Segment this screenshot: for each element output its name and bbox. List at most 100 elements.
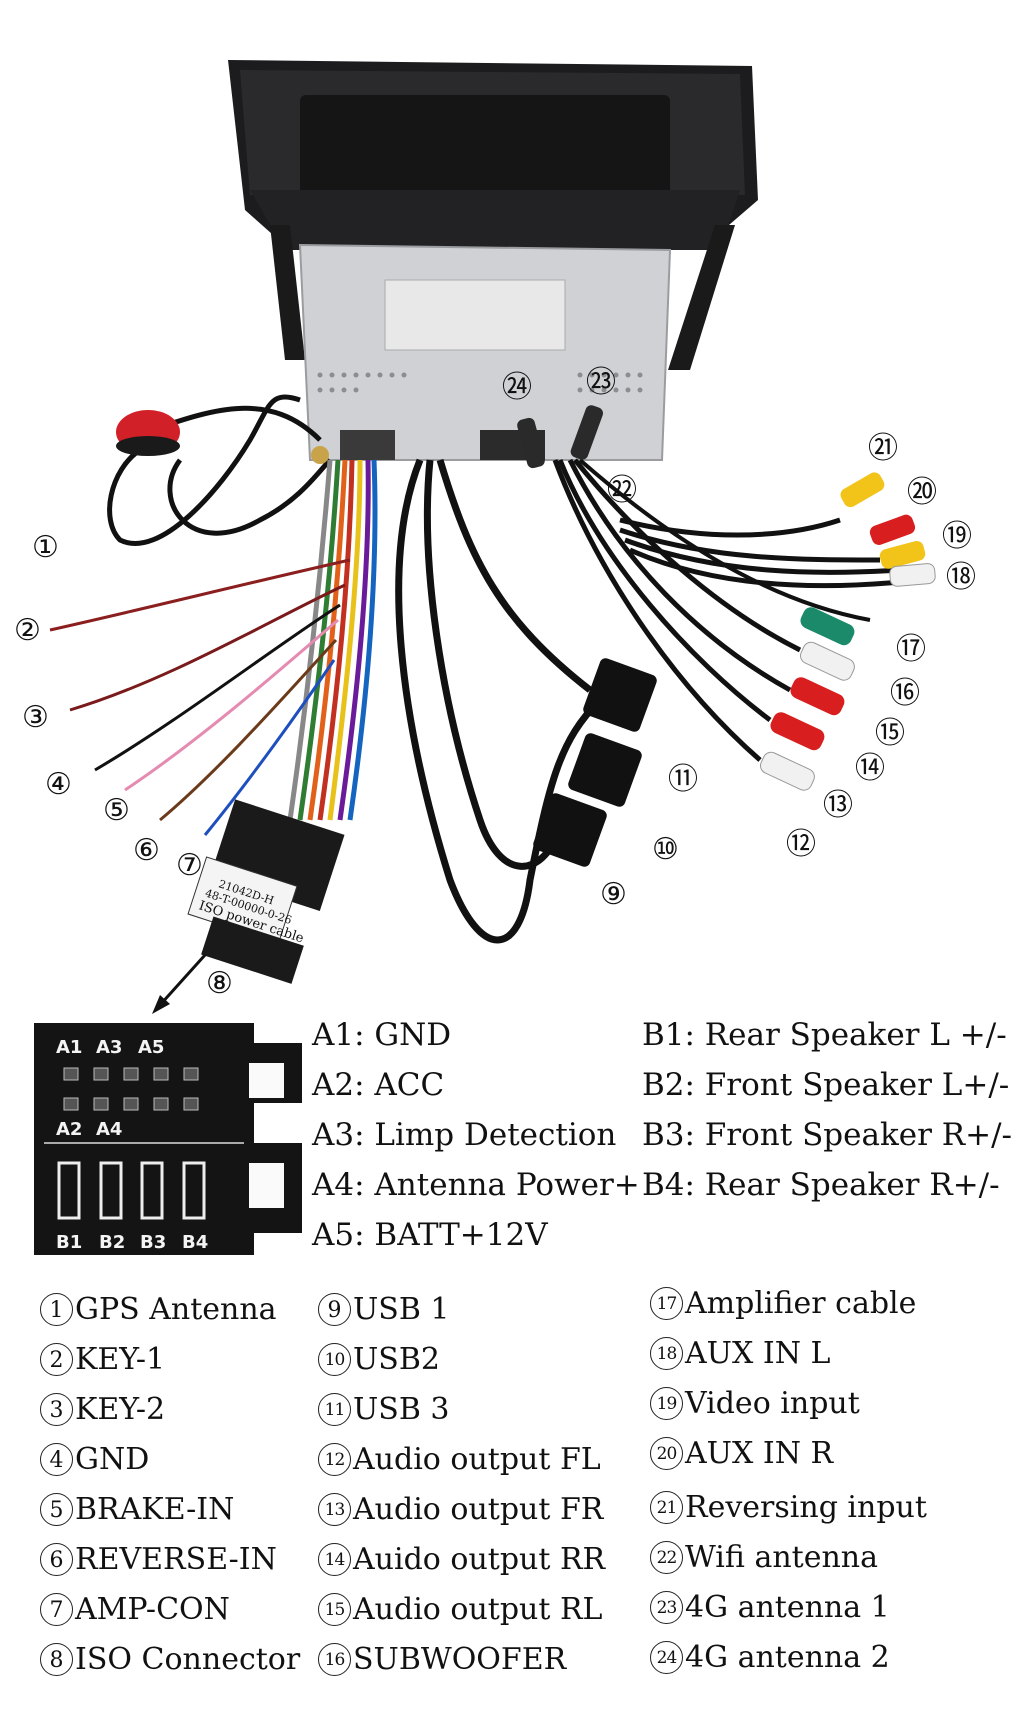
legend-label: Auido output RR [353, 1542, 606, 1577]
legend-label: 4G antenna 1 [685, 1590, 890, 1625]
legend-label: Reversing input [685, 1490, 927, 1525]
pin-label-b2: B2 [99, 1232, 125, 1253]
pin-a3-desc: A3: Limp Detection [312, 1117, 617, 1153]
callout-11: ⑪ [668, 762, 698, 797]
pin-label-a3: A3 [96, 1037, 122, 1058]
callout-17: ⑰ [896, 632, 926, 667]
legend-number: 21 [650, 1491, 683, 1524]
legend-label: AUX IN R [685, 1436, 834, 1471]
legend-number: 3 [40, 1393, 73, 1426]
callout-2: ② [14, 613, 41, 648]
legend-label: AUX IN L [685, 1336, 831, 1371]
legend-label: Audio output FL [353, 1442, 601, 1477]
legend-number: 19 [650, 1387, 683, 1420]
pin-label-b1: B1 [56, 1232, 82, 1253]
legend-number: 4 [40, 1443, 73, 1476]
pin-label-a4: A4 [96, 1119, 122, 1140]
antennas [311, 405, 604, 469]
callout-23: ㉓ [586, 365, 616, 400]
pin-label-a2: A2 [56, 1119, 82, 1140]
pin-label-b4: B4 [182, 1232, 208, 1253]
pin-a2-desc: A2: ACC [312, 1067, 445, 1103]
callout-10: ⑩ [652, 832, 679, 867]
iso-wires [49, 459, 378, 836]
pin-b2-desc: B2: Front Speaker L+/- [642, 1067, 1010, 1103]
legend-number: 16 [318, 1643, 351, 1676]
legend-label: Audio output RL [353, 1592, 603, 1627]
callout-6: ⑥ [133, 833, 160, 868]
gps-antenna [107, 394, 332, 546]
callout-21: ㉑ [868, 431, 898, 466]
legend-label: BRAKE-IN [75, 1492, 235, 1527]
legend-label: KEY-1 [75, 1342, 166, 1377]
legend-label: Audio output FR [353, 1492, 604, 1527]
callout-7: ⑦ [176, 848, 203, 883]
callout-19: ⑲ [942, 519, 972, 554]
head-unit [228, 60, 758, 461]
pin-b3-desc: B3: Front Speaker R+/- [642, 1117, 1012, 1153]
iso-connector: 21042D-H 48-T-00000-0-26 ISO power cable [187, 799, 345, 984]
legend-number: 14 [318, 1543, 351, 1576]
pin-b1-desc: B1: Rear Speaker L +/- [642, 1017, 1007, 1053]
pin-b4-desc: B4: Rear Speaker R+/- [642, 1167, 1000, 1203]
pin-label-a1: A1 [56, 1037, 82, 1058]
callout-14: ⑭ [855, 751, 885, 786]
arrow-to-pinout [152, 953, 207, 1014]
legend-label: Amplifier cable [685, 1286, 917, 1321]
legend-label: AMP-CON [75, 1592, 230, 1627]
pin-a4-desc: A4: Antenna Power+ [312, 1167, 640, 1203]
legend-label: Wifi antenna [685, 1540, 878, 1575]
legend-number: 1 [40, 1293, 73, 1326]
callout-13: ⑬ [823, 788, 853, 823]
legend-number: 9 [318, 1293, 351, 1326]
legend-number: 7 [40, 1593, 73, 1626]
legend-number: 11 [318, 1393, 351, 1426]
usb-cables [395, 458, 657, 944]
callout-markers: ① ② ③ ④ ⑤ ⑥ ⑦ ⑧ ⑨ ⑩ ⑪ ⑫ ⑬ ⑭ ⑮ ⑯ ⑰ ⑱ ⑲ ⑳ … [14, 365, 976, 1001]
wiring-harness-photo: 21042D-H 48-T-00000-0-26 ISO power cable [14, 60, 976, 1014]
callout-4: ④ [45, 767, 72, 802]
legend-number: 17 [650, 1287, 683, 1320]
legend-number: 22 [650, 1541, 683, 1574]
legend-label: GPS Antenna [75, 1292, 277, 1327]
callout-24: ㉔ [502, 370, 532, 405]
legend-number: 12 [318, 1443, 351, 1476]
callout-15: ⑮ [875, 716, 905, 751]
legend-label: ISO Connector [75, 1642, 301, 1677]
legend-number: 18 [650, 1337, 683, 1370]
callout-12: ⑫ [786, 827, 816, 862]
pin-a5-desc: A5: BATT+12V [312, 1217, 548, 1253]
callout-18: ⑱ [946, 560, 976, 595]
legend-label: SUBWOOFER [353, 1642, 567, 1677]
legend-number: 2 [40, 1343, 73, 1376]
callout-5: ⑤ [103, 793, 130, 828]
legend-number: 6 [40, 1543, 73, 1576]
legend-number: 24 [650, 1641, 683, 1674]
callout-9: ⑨ [600, 877, 627, 912]
callout-1: ① [32, 530, 59, 565]
legend-label: Video input [685, 1386, 860, 1421]
callout-8: ⑧ [206, 966, 233, 1001]
legend-number: 13 [318, 1493, 351, 1526]
pin-label-a5: A5 [138, 1037, 164, 1058]
legend-number: 8 [40, 1643, 73, 1676]
pin-a1-desc: A1: GND [312, 1017, 452, 1053]
